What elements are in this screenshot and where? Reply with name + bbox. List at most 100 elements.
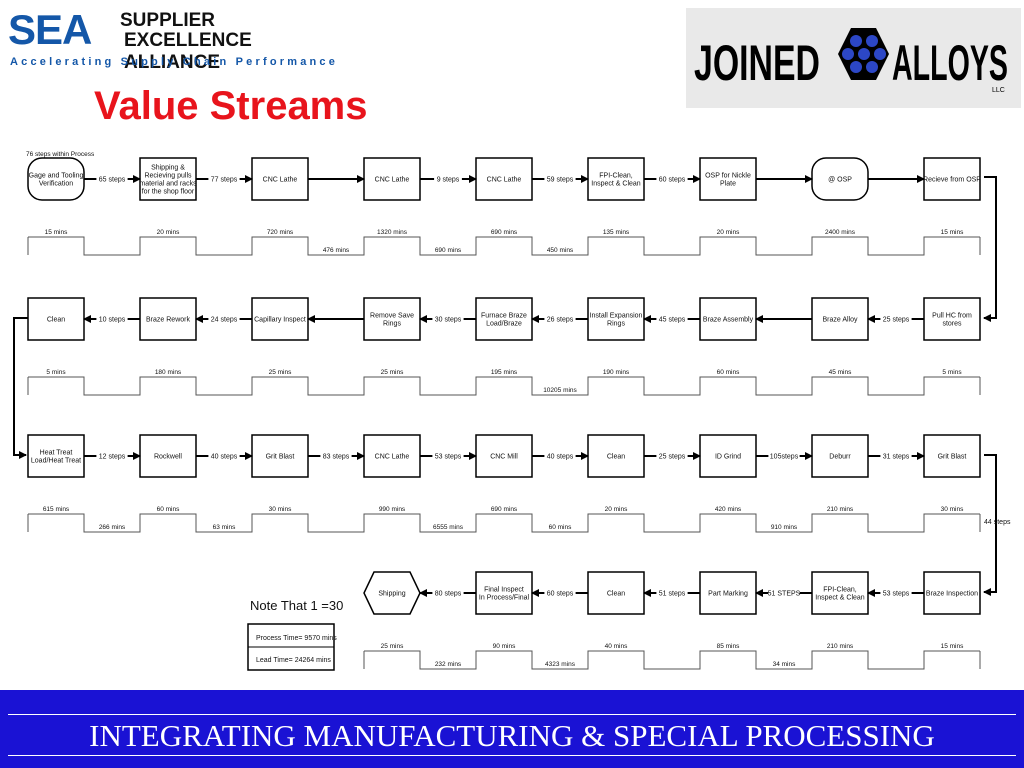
process-box: Clean [27, 297, 85, 341]
process-time-label: 1320 mins [377, 229, 408, 236]
flow-arrow-label: 53 steps [883, 591, 910, 598]
flow-arrow-label-bg [544, 173, 576, 183]
process-shape [811, 297, 869, 341]
process-label: Recieve from OSP [923, 177, 981, 184]
footer-text: INTEGRATING MANUFACTURING & SPECIAL PROC… [8, 714, 1016, 756]
flow-arrow-label-bg [880, 587, 912, 597]
flow-arrow-label: 60 steps [547, 591, 574, 598]
process-time-label: 60 mins [157, 506, 181, 513]
process-box: FPI-Clean,Inspect & Clean [811, 571, 869, 615]
process-label: for the shop floor [142, 189, 195, 196]
process-time-label: 45 mins [829, 369, 853, 376]
process-time-label: 210 mins [827, 643, 854, 650]
process-label: Grit Blast [938, 454, 967, 461]
process-label: Install Expansion [590, 313, 643, 320]
process-time-label: 195 mins [491, 369, 518, 376]
timeline-line [28, 513, 980, 533]
flow-arrow-label: 40 steps [211, 454, 238, 461]
flow-arrow-label-bg [656, 587, 688, 597]
process-label: @ OSP [828, 177, 852, 184]
flow-arrow-label: 31 steps [883, 454, 910, 461]
process-label: Braze Assembly [703, 317, 754, 324]
connector-row1-row2 [983, 176, 997, 322]
process-box: Deburr [811, 434, 869, 478]
joined-alloys-logo: JOINED ALLOYS LLC [686, 8, 1021, 108]
process-time-label: 720 mins [267, 229, 294, 236]
sea-logo-line2: EXCELLENCE ALLIANCE [124, 30, 252, 73]
process-time-label: 190 mins [603, 369, 630, 376]
process-shape [251, 157, 309, 201]
process-time-label: 2400 mins [825, 229, 856, 236]
process-box: Braze Inspection [923, 571, 981, 615]
process-label: Inspect & Clean [815, 595, 865, 602]
timeline-line [28, 236, 980, 256]
process-label: CNC Lathe [487, 177, 522, 184]
process-label: Rockwell [154, 454, 182, 461]
process-time-label: 615 mins [43, 506, 70, 513]
flow-arrow-label-bg [208, 173, 240, 183]
process-label: Recieving pulls [144, 173, 192, 180]
slide-title: Value Streams [94, 84, 368, 128]
wait-time-label: 266 mins [99, 524, 126, 531]
wait-time-label: 6555 mins [433, 524, 464, 531]
wait-time-label: 10205 mins [543, 387, 577, 394]
process-label: Rings [383, 321, 401, 328]
joined-alloys-logo-right: ALLOYS [892, 35, 1008, 91]
flow-arrow-label-bg [96, 450, 128, 460]
process-time-label: 25 mins [381, 369, 405, 376]
process-time-label: 990 mins [379, 506, 406, 513]
process-shape [923, 157, 981, 201]
process-label: Inspect & Clean [591, 181, 641, 188]
process-label: Braze Rework [146, 317, 190, 324]
flow-arrow-label-bg [432, 450, 464, 460]
joined-alloys-logo-suffix: LLC [992, 87, 1005, 94]
flow-arrow-label: 53 steps [435, 454, 462, 461]
process-label: Clean [607, 454, 625, 461]
process-box: Clean [587, 434, 645, 478]
wait-time-label: 4323 mins [545, 661, 576, 668]
process-label: Capillary Inspect [254, 317, 306, 324]
process-time-label: 20 mins [605, 506, 629, 513]
process-shape [363, 571, 421, 615]
process-label: In Process/Final [479, 595, 530, 602]
flow-arrow-label-bg [768, 450, 800, 460]
process-shape [699, 297, 757, 341]
process-label: Verification [39, 181, 73, 188]
process-label: Remove Save [370, 313, 414, 320]
process-label: CNC Lathe [375, 177, 410, 184]
wait-time-label: 34 mins [773, 661, 797, 668]
flow-arrow-label: 83 steps [323, 454, 350, 461]
process-box: CNC Lathe [475, 157, 533, 201]
process-time-total: Process Time= 9570 mins [256, 635, 337, 642]
process-label: Gage and Tooling [29, 173, 84, 180]
flow-arrow-label: 65 steps [99, 177, 126, 184]
sea-logo: SEA SUPPLIER EXCELLENCE ALLIANCE Acceler… [6, 4, 346, 73]
wait-time-label: 232 mins [435, 661, 462, 668]
process-box: CNC Lathe [251, 157, 309, 201]
wait-time-label: 476 mins [323, 247, 350, 254]
flow-arrow-label: 51 STEPS [768, 591, 801, 598]
process-label: FPI-Clean, [599, 173, 633, 180]
process-label: Braze Alloy [822, 317, 858, 324]
process-box: ID Grind [699, 434, 757, 478]
flow-arrow-label: 24 steps [211, 317, 238, 324]
flow-arrow-label: 26 steps [547, 317, 574, 324]
sea-logo-mark: SEA [8, 6, 92, 53]
summary-box: Process Time= 9570 mins Lead Time= 24264… [247, 623, 337, 671]
process-box: Braze Rework [139, 297, 197, 341]
wait-time-label: 60 mins [549, 524, 573, 531]
process-label: Furnace Braze [481, 313, 527, 320]
process-label: Grit Blast [266, 454, 295, 461]
flow-arrow-label-bg [656, 450, 688, 460]
process-shape [587, 571, 645, 615]
process-shape [699, 571, 757, 615]
flow-arrow-label: 45 steps [659, 317, 686, 324]
flow-arrow-label: 10 steps [99, 317, 126, 324]
flow-arrow-label-bg [880, 450, 912, 460]
process-shape [363, 297, 421, 341]
process-shape [699, 157, 757, 201]
